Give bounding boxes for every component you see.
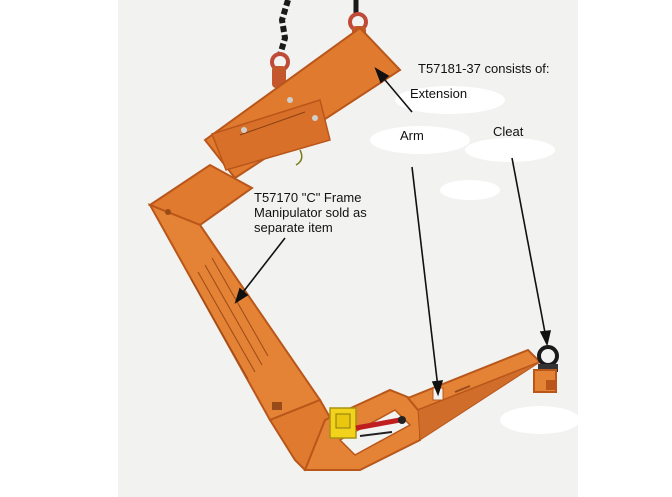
consists-of-label: T57181-37 consists of: — [418, 61, 550, 76]
cleat-arrow-head — [539, 330, 552, 347]
cleat-arrow-line — [511, 157, 547, 339]
cleat-part — [533, 345, 559, 393]
extension-part — [203, 26, 402, 180]
arm-arrow-line — [411, 166, 439, 389]
arm-label: Arm — [400, 128, 424, 143]
arm-arrow-head — [431, 380, 444, 397]
white-patches — [370, 86, 580, 434]
extension-label: Extension — [410, 86, 468, 101]
frame-label-line1: T57170 "C" Frame — [254, 190, 362, 205]
photo-backdrop-right — [578, 0, 672, 497]
frame-label-line2: Manipulator sold as — [254, 205, 367, 220]
callout-arrows — [234, 67, 552, 397]
frame-arrow-line — [239, 237, 286, 297]
lock-and-handle — [329, 407, 406, 439]
extension-arrow-line — [379, 73, 413, 113]
extension-arrow-head — [374, 67, 390, 84]
frame-arrow-head — [234, 287, 249, 304]
cleat-label: Cleat — [493, 124, 524, 139]
c-frame — [147, 163, 421, 472]
frame-label-line3: separate item — [254, 220, 333, 235]
